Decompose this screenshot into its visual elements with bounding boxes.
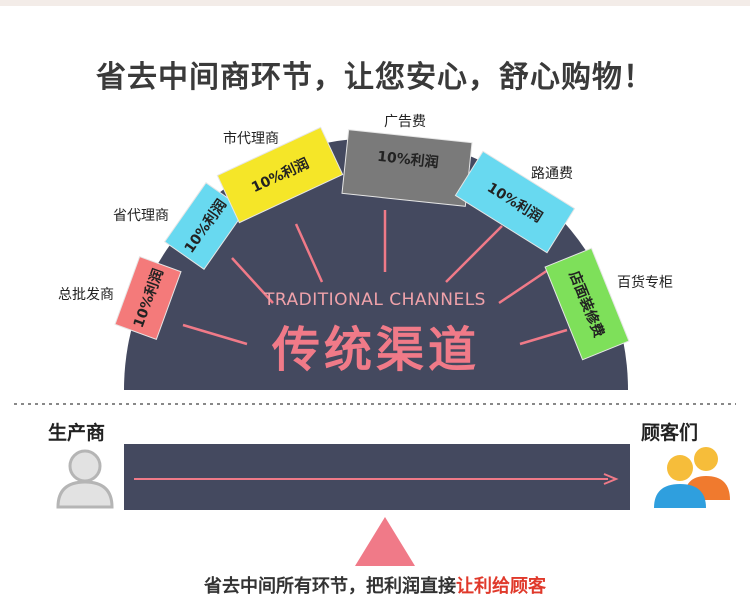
top-border — [0, 0, 750, 6]
direct-channel-bar — [124, 444, 630, 510]
footer-highlight: 让利给顾客 — [456, 576, 546, 597]
producer-person-icon — [56, 449, 114, 509]
page-headline: 省去中间商环节，让您安心，舒心购物！ — [96, 60, 654, 95]
arc-rays — [182, 210, 568, 346]
pointer-triangle-icon — [355, 517, 415, 566]
segment-store-decoration: 店面装修费 — [544, 247, 630, 361]
label-channel-fee: 路通费 — [531, 166, 573, 182]
label-advertising: 广告费 — [384, 114, 426, 130]
producer-label: 生产商 — [48, 422, 106, 444]
segment-tag: 10%利润 — [376, 148, 439, 171]
label-department-store: 百货专柜 — [617, 275, 673, 291]
customers-label: 顾客们 — [641, 422, 699, 444]
arrow-head-icon — [603, 473, 619, 485]
segment-wholesaler: 10%利润 — [114, 256, 182, 340]
footer-prefix: 省去中间所有环节，把利润直接 — [204, 576, 456, 597]
segment-channel-fee: 10%利润 — [454, 150, 576, 254]
label-wholesaler: 总批发商 — [58, 287, 114, 303]
channel-chinese-label: 传统渠道 — [271, 322, 480, 378]
customers-people-icon — [654, 447, 730, 508]
label-province-agent: 省代理商 — [113, 208, 169, 224]
channel-english-label: TRADITIONAL CHANNELS — [263, 290, 486, 310]
footer-caption: 省去中间所有环节，把利润直接让利给顾客 — [0, 572, 750, 598]
segment-province-agent: 10%利润 — [163, 182, 247, 270]
segment-city-agent: 10%利润 — [216, 126, 344, 224]
label-city-agent: 市代理商 — [223, 131, 279, 147]
segment-advertising: 10%利润 — [341, 129, 473, 207]
